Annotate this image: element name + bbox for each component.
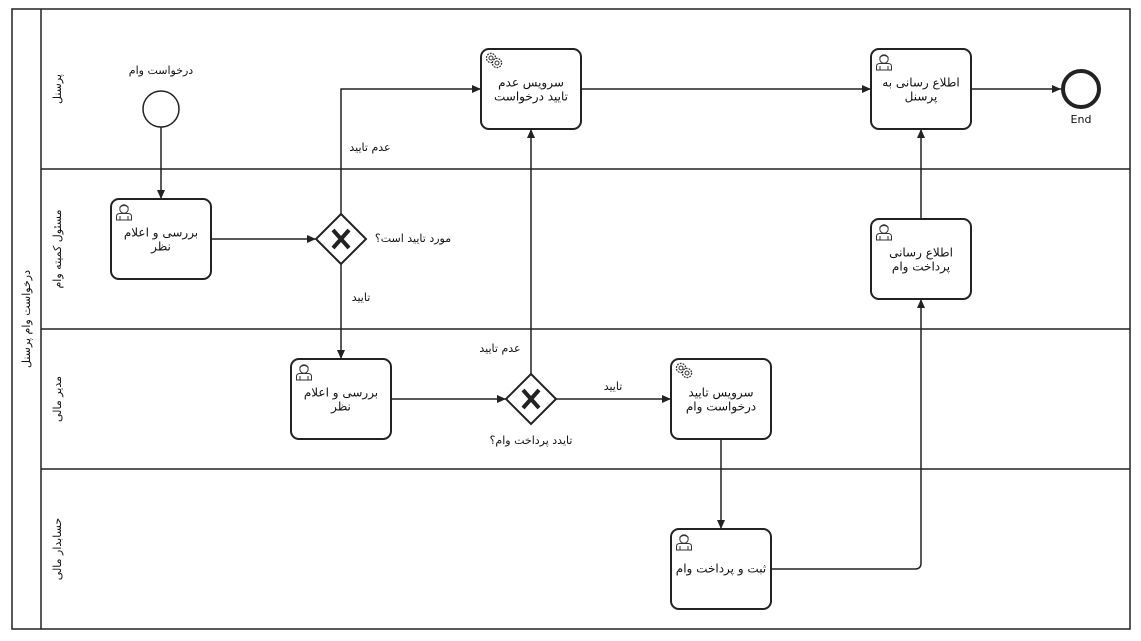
- task-label-line: نظر: [150, 240, 171, 255]
- gateway-manager-label: تایدد پرداخت وام؟: [490, 434, 573, 447]
- flow-committee-reject: [340, 85, 481, 214]
- pool-title: درخواست وام پرسنل: [20, 270, 33, 368]
- task-register-payment[interactable]: ثبت و پرداخت وام: [670, 528, 772, 610]
- task-manager-review[interactable]: بررسی و اعلام نظر: [290, 358, 392, 440]
- task-label-line: سرویس عدم: [498, 76, 564, 91]
- end-event-label: End: [1071, 113, 1092, 126]
- task-label-line: تایید درخواست: [494, 90, 568, 105]
- task-label-line: نظر: [330, 400, 351, 415]
- end-event[interactable]: [1061, 69, 1101, 109]
- gateway-committee-label: مورد تایید است؟: [375, 232, 451, 245]
- task-approve-service[interactable]: سرویس تایید درخواست وام: [670, 358, 772, 440]
- task-label-line: پرداخت وام: [892, 260, 950, 275]
- lane-label-accountant: حسابدار مالی: [51, 518, 64, 580]
- task-label-line: بررسی و اعلام: [124, 226, 198, 241]
- exclusive-x-icon: [331, 228, 351, 250]
- task-label-line: بررسی و اعلام: [304, 386, 378, 401]
- flow-label-committee-reject: عدم تایید: [349, 141, 390, 154]
- task-label-line: اطلاع رسانی: [889, 246, 953, 261]
- gateway-manager[interactable]: [504, 372, 558, 426]
- flow-register-to-notify-payment: [771, 299, 925, 570]
- lane-label-committee: مسئول کمیته وام: [51, 209, 64, 288]
- task-label-line: پرسنل: [905, 90, 938, 105]
- flow-label-manager-approve: تایید: [604, 380, 623, 393]
- task-committee-review[interactable]: بررسی و اعلام نظر: [110, 198, 212, 280]
- task-label-line: اطلاع رسانی به: [882, 76, 959, 91]
- flow-label-manager-reject: عدم تایید: [479, 342, 520, 355]
- start-event[interactable]: [142, 90, 180, 128]
- flow-label-committee-approve: تایید: [352, 291, 371, 304]
- task-notify-payment[interactable]: اطلاع رسانی پرداخت وام: [870, 218, 972, 300]
- gateway-committee[interactable]: [314, 212, 368, 266]
- task-label-line: درخواست وام: [686, 400, 756, 415]
- task-notify-personnel[interactable]: اطلاع رسانی به پرسنل: [870, 48, 972, 130]
- start-event-label: درخواست وام: [129, 64, 194, 77]
- task-label-line: ثبت و پرداخت وام: [676, 562, 766, 577]
- exclusive-x-icon: [521, 388, 541, 410]
- lane-label-personnel: پرسنل: [51, 74, 64, 104]
- task-reject-service[interactable]: سرویس عدم تایید درخواست: [480, 48, 582, 130]
- lane-label-finance-manager: مدیر مالی: [51, 376, 64, 422]
- task-label-line: سرویس تایید: [688, 386, 753, 401]
